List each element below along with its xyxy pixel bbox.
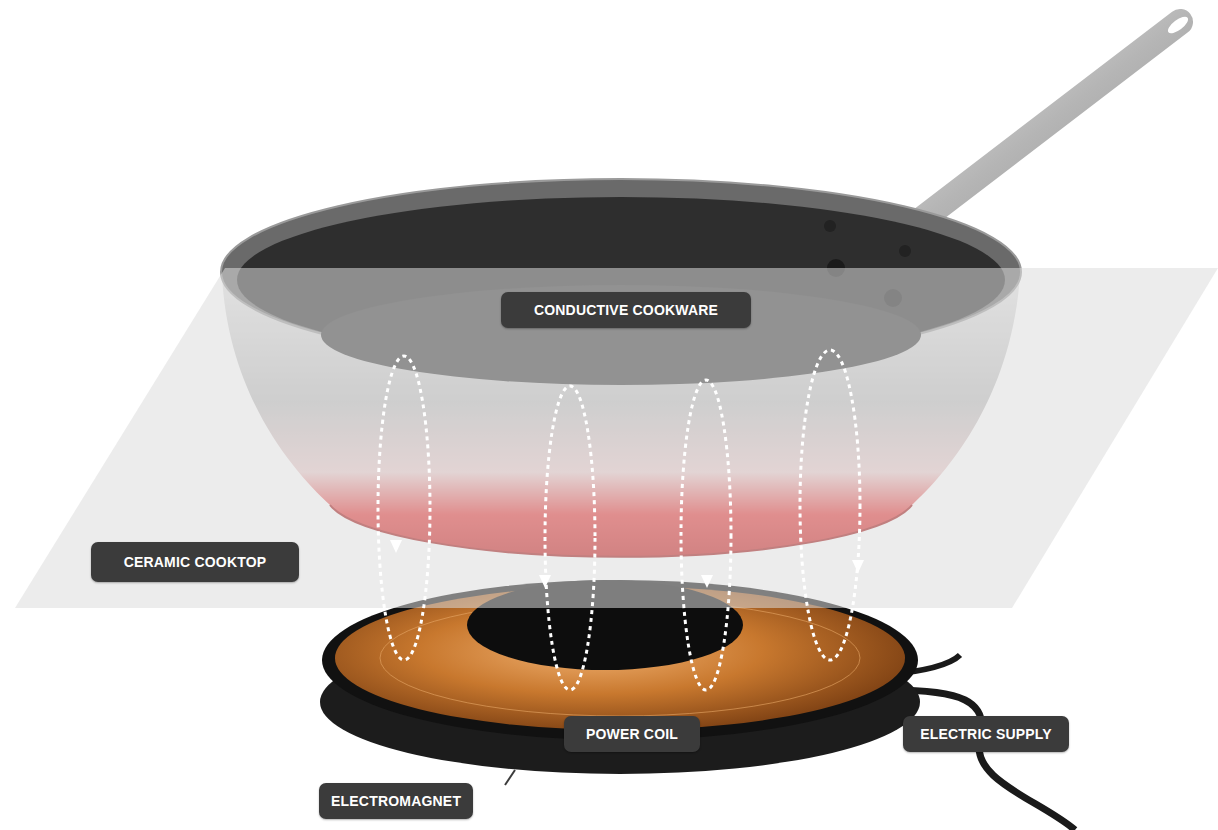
arrow-head xyxy=(852,560,864,573)
arrow-head xyxy=(390,540,402,553)
handle-hole xyxy=(1165,14,1190,36)
electric-cable xyxy=(890,690,1075,830)
rivet xyxy=(899,245,911,257)
field-arrows xyxy=(390,540,864,588)
magnetic-field xyxy=(378,350,860,690)
leader-line xyxy=(505,770,515,785)
arrow-head xyxy=(701,575,713,588)
pan-handle xyxy=(895,22,1180,240)
part-label: POWER COIL xyxy=(564,716,700,752)
field-loop xyxy=(545,386,595,690)
arrow-head xyxy=(539,575,551,588)
part-label: CERAMIC COOKTOP xyxy=(91,542,299,582)
field-loop xyxy=(378,356,430,660)
field-loop xyxy=(800,350,860,660)
field-loop xyxy=(681,380,731,690)
part-label: CONDUCTIVE COOKWARE xyxy=(501,292,751,328)
rivet xyxy=(824,220,836,232)
ceramic-cooktop xyxy=(15,268,1218,608)
part-label: ELECTROMAGNET xyxy=(319,783,473,819)
part-label: ELECTRIC SUPPLY xyxy=(903,716,1069,752)
